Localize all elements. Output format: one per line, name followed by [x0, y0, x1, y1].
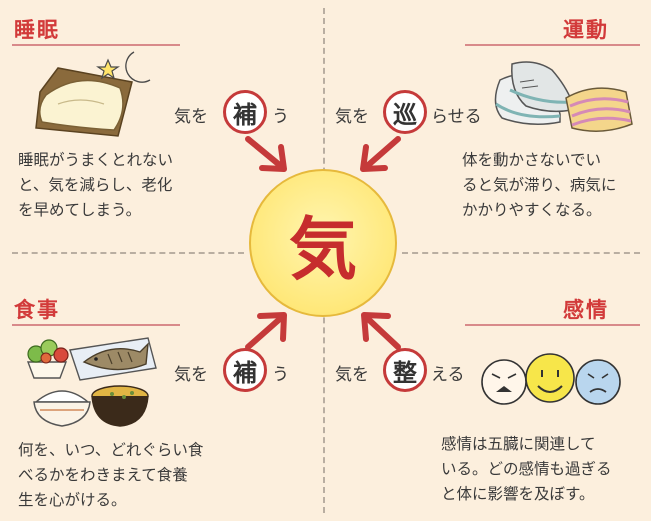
diet-description: 何を、いつ、どれぐらい食 べるかをわきまえて食養 生を心がける。	[18, 438, 203, 513]
sleep-title: 睡眠	[14, 18, 60, 42]
sleep-description-line: と、気を減らし、老化	[18, 176, 173, 194]
sleep-relation-badge: 補	[223, 90, 267, 134]
sad-face-icon	[575, 359, 621, 405]
exercise-title: 運動	[563, 18, 609, 42]
soup-bowl-icon	[91, 385, 149, 427]
exercise-relation-badge: 巡	[383, 90, 427, 134]
arrow-diet-to-ki	[245, 312, 287, 350]
emotion-relation-badge: 整	[383, 348, 427, 392]
pillow-icon	[35, 67, 133, 137]
diet-title-underline	[12, 324, 180, 326]
exercise-relation-suffix: らせる	[431, 107, 482, 127]
happy-face-icon	[525, 353, 575, 403]
sleep-description: 睡眠がうまくとれない と、気を減らし、老化 を早めてしまう。	[18, 148, 173, 223]
emotion-relation-prefix: 気を	[335, 365, 369, 385]
emotion-description: 感情は五臓に関連して いる。どの感情も過ぎる と体に影響を及ぼす。	[441, 432, 612, 507]
sleep-relation-suffix: う	[272, 107, 289, 127]
salad-icon	[26, 339, 69, 379]
diet-description-line: べるかをわきまえて食養	[18, 466, 188, 484]
emotion-title-underline	[465, 324, 640, 326]
emotion-description-line: と体に影響を及ぼす。	[441, 485, 595, 503]
sleep-description-line: 睡眠がうまくとれない	[18, 151, 174, 169]
sneakers-icon	[494, 61, 573, 125]
diet-relation-suffix: う	[272, 365, 289, 385]
emotion-relation-suffix: える	[431, 365, 465, 385]
exercise-title-underline	[465, 44, 640, 46]
towel-icon	[565, 87, 633, 132]
exercise-description: 体を動かさないでい ると気が滞り、病気に かかりやすくなる。	[462, 148, 616, 223]
sleep-relation-prefix: 気を	[174, 107, 208, 127]
diet-relation-prefix: 気を	[174, 365, 208, 385]
exercise-description-line: ると気が滞り、病気に	[462, 176, 617, 194]
exercise-description-line: かかりやすくなる。	[462, 201, 602, 219]
horizontal-divider-right	[402, 252, 640, 254]
exercise-relation-prefix: 気を	[335, 107, 369, 127]
diet-title: 食事	[14, 298, 60, 322]
exercise-description-line: 体を動かさないでい	[462, 151, 602, 169]
sleep-title-underline	[12, 44, 180, 46]
horizontal-divider-left	[12, 252, 244, 254]
star-icon	[96, 58, 120, 80]
emotion-title: 感情	[563, 298, 609, 322]
ki-center-label: 気	[288, 210, 357, 290]
ki-center-circle: 気	[249, 169, 397, 317]
diet-description-line: 生を心がける。	[18, 491, 127, 509]
emotion-description-line: 感情は五臓に関連して	[441, 435, 596, 453]
emotion-description-line: いる。どの感情も過ぎる	[441, 460, 612, 478]
moon-icon	[125, 51, 151, 83]
arrow-exercise-to-ki	[360, 136, 401, 172]
diet-relation-badge: 補	[223, 348, 267, 392]
fish-icon	[69, 337, 157, 381]
arrow-sleep-to-ki	[245, 136, 287, 172]
arrow-emotion-to-ki	[361, 312, 401, 350]
sleep-description-line: を早めてしまう。	[18, 201, 142, 219]
rice-bowl-icon	[33, 390, 91, 427]
angry-face-icon	[481, 359, 527, 405]
diet-description-line: 何を、いつ、どれぐらい食	[18, 441, 204, 459]
